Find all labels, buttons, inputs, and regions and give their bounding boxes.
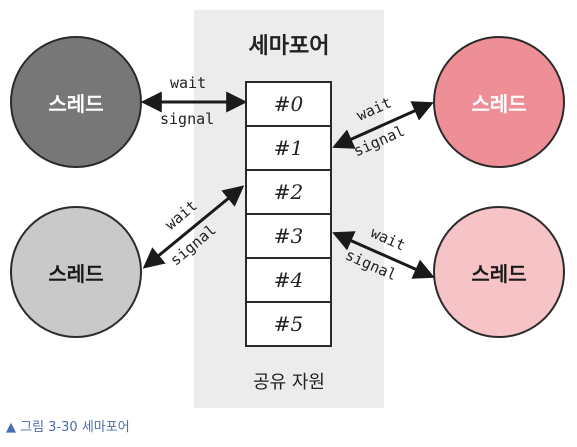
slot-4: #4 <box>245 257 332 301</box>
thread-top-left: 스레드 <box>10 36 142 168</box>
slot-1: #1 <box>245 125 332 169</box>
semaphore-slots: #0 #1 #2 #3 #4 #5 <box>245 81 332 347</box>
slot-0: #0 <box>245 81 332 125</box>
thread-bottom-left: 스레드 <box>10 206 142 338</box>
thread-bottom-right: 스레드 <box>433 206 565 338</box>
slot-3: #3 <box>245 213 332 257</box>
signal-label-top-left: signal <box>160 110 215 128</box>
arrow-top-right <box>332 101 434 149</box>
wait-label-top-left: wait <box>170 74 207 92</box>
figure-caption: ▲ 그림 3-30 세마포어 <box>6 420 130 435</box>
shared-resource-label: 공유 자원 <box>253 372 325 393</box>
slot-2: #2 <box>245 169 332 213</box>
arrow-bottom-left <box>142 185 245 269</box>
arrow-bottom-right <box>332 231 435 279</box>
slot-5: #5 <box>245 301 332 347</box>
semaphore-title: 세마포어 <box>248 34 330 59</box>
thread-top-right: 스레드 <box>433 36 565 168</box>
